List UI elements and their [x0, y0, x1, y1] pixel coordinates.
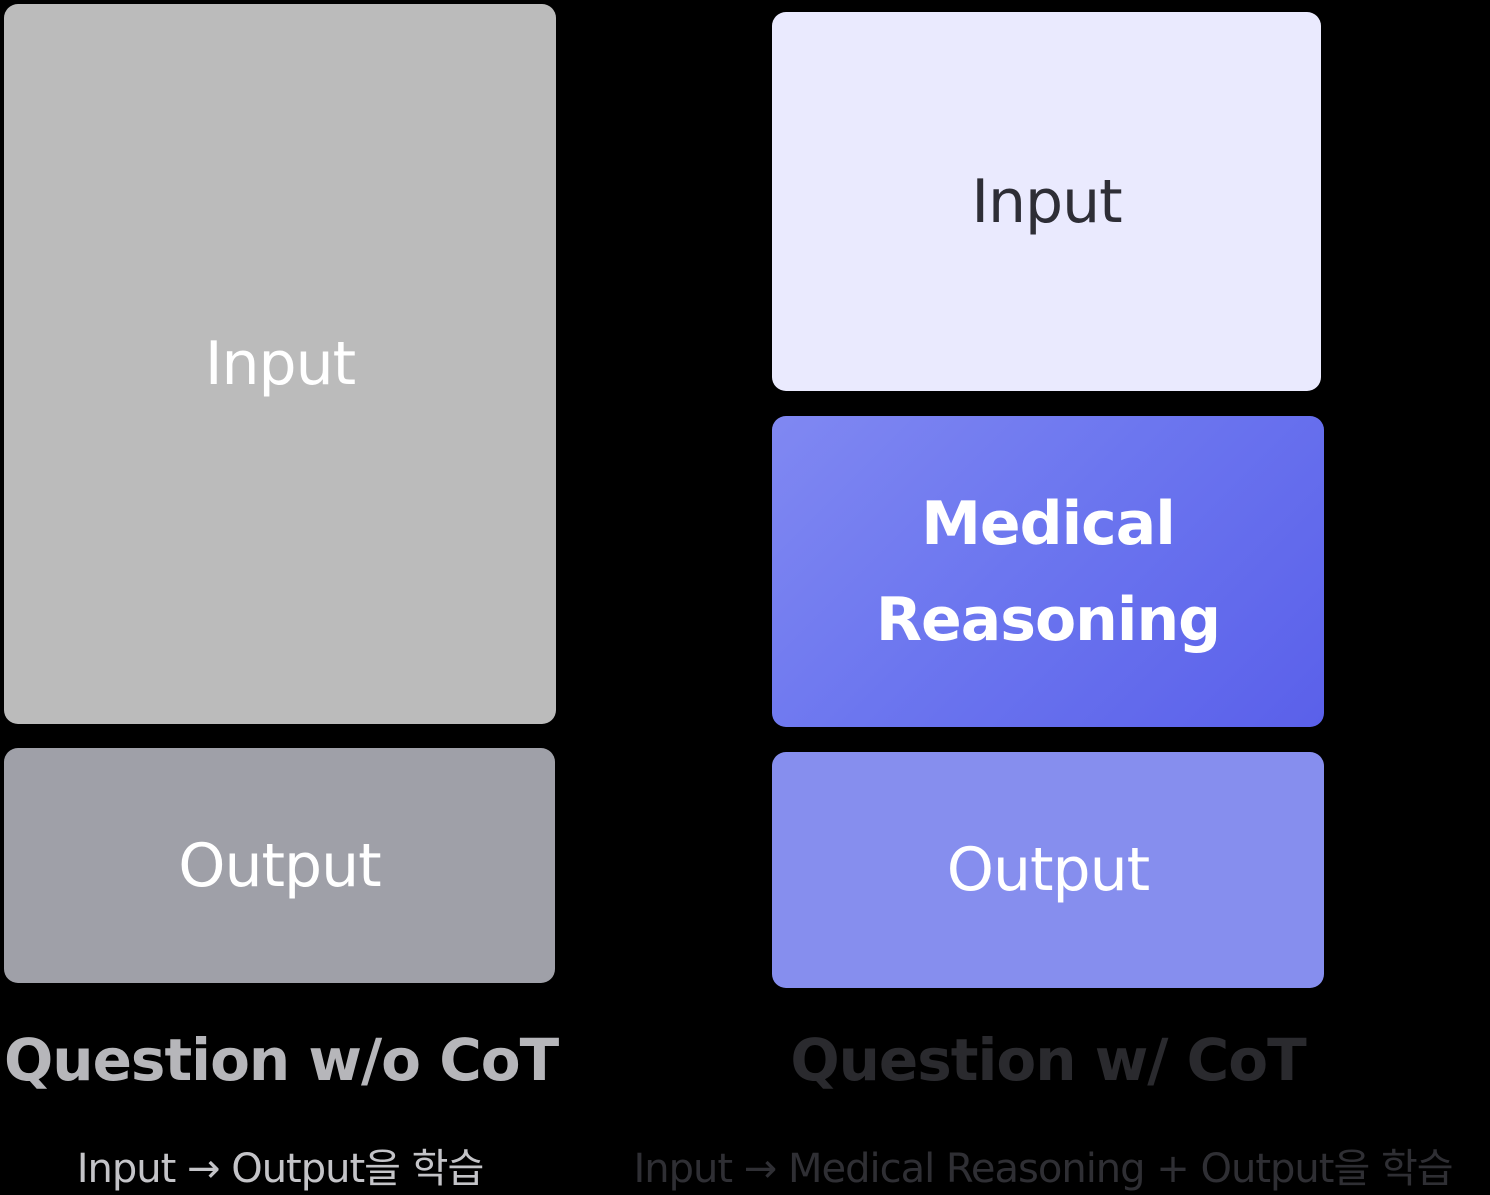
- left-input-block: Input: [4, 4, 556, 724]
- left-input-label: Input: [204, 329, 356, 399]
- right-input-label: Input: [971, 166, 1122, 237]
- reasoning-label: Medical Reasoning: [875, 476, 1221, 668]
- right-output-label: Output: [946, 835, 1150, 905]
- left-panel-title: Question w/o CoT: [4, 1026, 559, 1094]
- reasoning-label-line2: Reasoning: [875, 584, 1221, 655]
- left-panel-subtitle: Input → Output을 학습: [76, 1146, 485, 1192]
- left-output-label: Output: [178, 830, 381, 901]
- right-reasoning-block: Medical Reasoning: [772, 416, 1324, 727]
- right-panel-subtitle: Input → Medical Reasoning + Output을 학습: [633, 1146, 1453, 1192]
- right-panel-title: Question w/ CoT: [790, 1026, 1306, 1094]
- left-output-block: Output: [4, 748, 555, 983]
- reasoning-label-line1: Medical: [921, 488, 1176, 559]
- right-input-block: Input: [772, 12, 1321, 391]
- right-output-block: Output: [772, 752, 1324, 988]
